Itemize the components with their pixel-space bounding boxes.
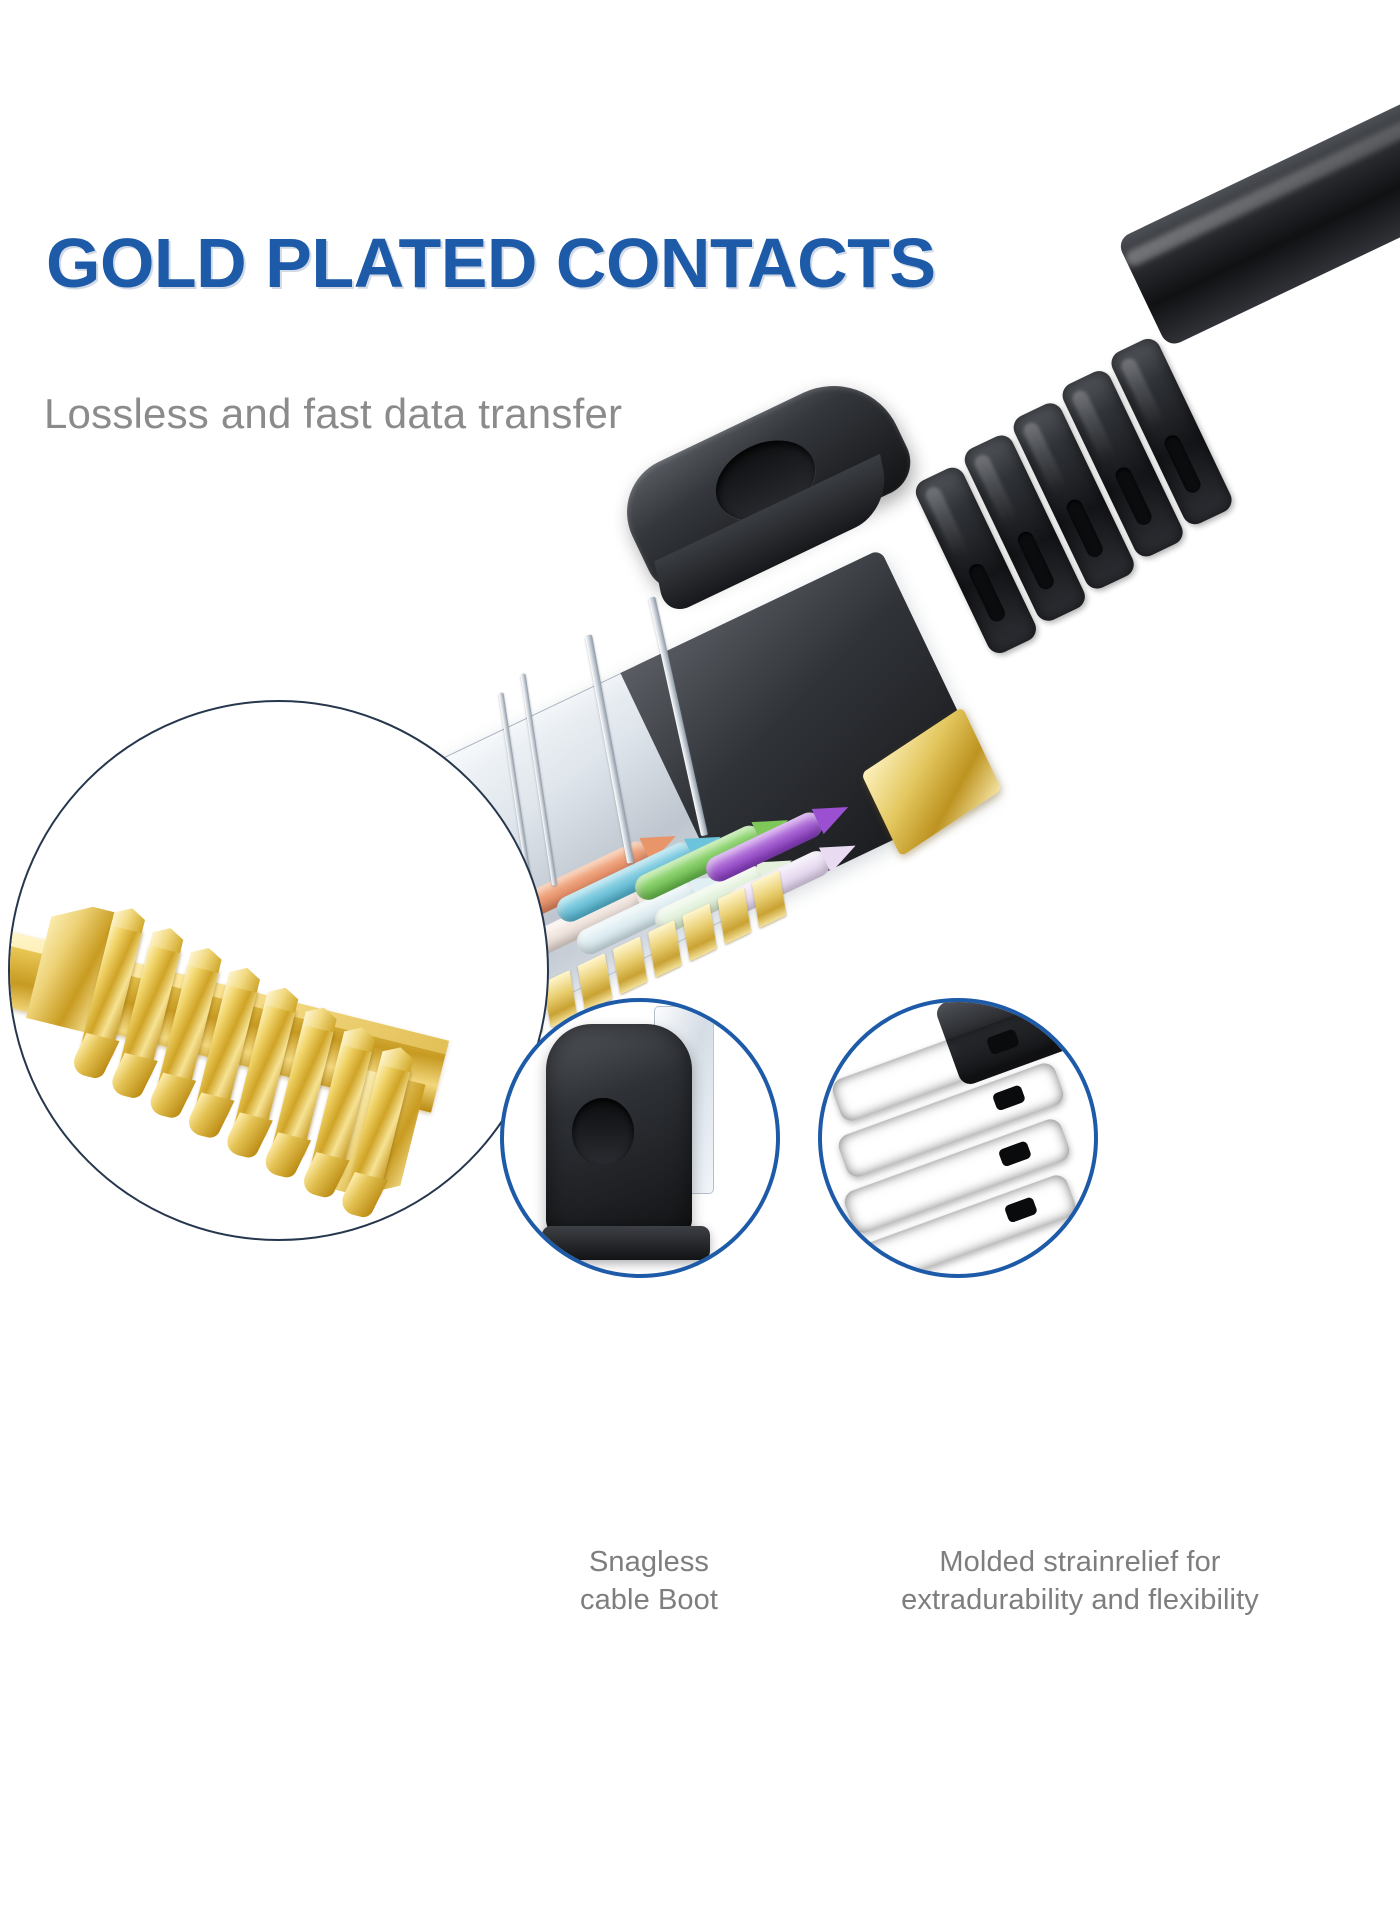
gold-contact-pins-art xyxy=(10,873,473,1219)
callout-snagless-boot xyxy=(500,998,780,1278)
caption-boot-line1: Snagless xyxy=(588,1546,710,1578)
caption-strain-line1: Molded strainrelief for xyxy=(939,1546,1221,1578)
callout-gold-contacts xyxy=(8,700,549,1241)
strain-relief-art xyxy=(822,1002,1094,1274)
page-subtitle: Lossless and fast data transfer xyxy=(44,390,623,437)
caption-boot-line2: cable Boot xyxy=(579,1584,719,1617)
caption-strain-line2: extradurability and flexibility xyxy=(901,1584,1259,1617)
caption-snagless-boot: Snagless cable Boot xyxy=(494,1543,804,1620)
page-title: GOLD PLATED CONTACTS xyxy=(46,224,936,302)
ethernet-cable-jacket xyxy=(1116,0,1400,349)
cable-boot-art xyxy=(504,1002,776,1274)
callout-strain-relief xyxy=(818,998,1098,1278)
caption-strain-relief: Molded strainrelief for extradurability … xyxy=(780,1543,1380,1620)
strain-relief-ribs xyxy=(904,334,1254,662)
